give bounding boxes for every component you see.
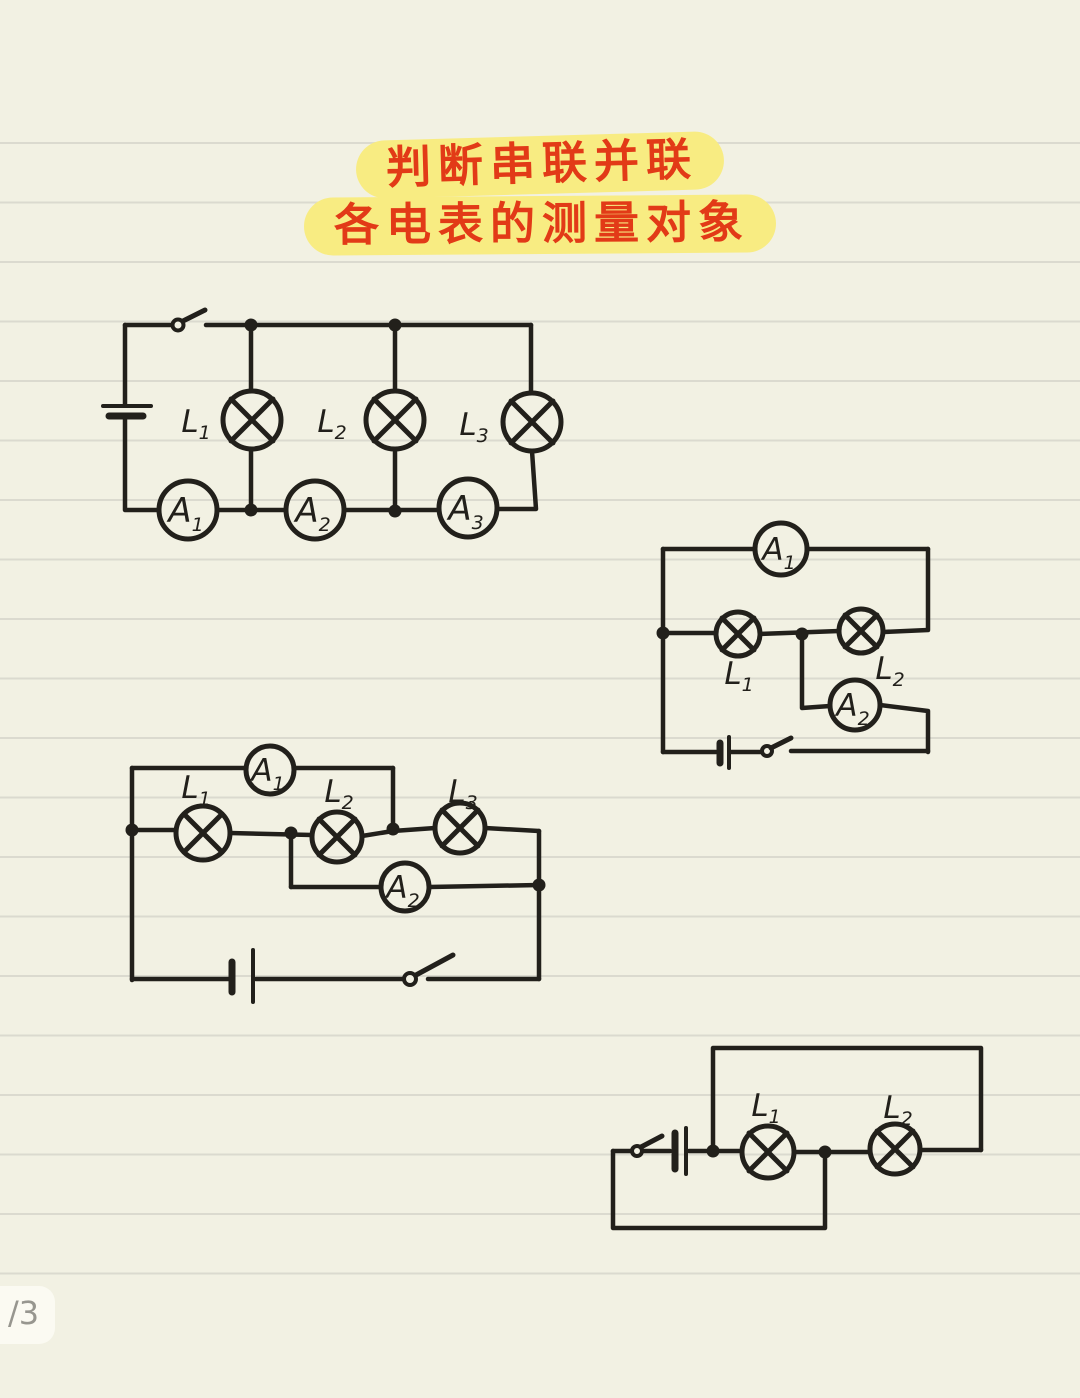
circuit-3-battery [228, 948, 255, 1004]
circuit-2-two-lamps-two-ammeters: A1 L1 L2 A2 [656, 520, 931, 770]
lamp-L1-label: L1 [751, 1088, 780, 1128]
circuit-4-wires [610, 1045, 984, 1231]
lamp-L2-label: L2 [875, 651, 904, 691]
circuit-1-wires [122, 322, 539, 514]
lamp-L1 [220, 388, 284, 452]
ammeter-A2: A2 [378, 860, 432, 914]
lamp-L1 [173, 803, 233, 863]
lamp-L3 [432, 800, 488, 856]
circuit-1-switch [170, 307, 208, 333]
circuit-1-parallel-lamps: L1 L2 L3 A1 A2 A3 [101, 307, 564, 542]
note-title: 判断串联并联 各电表的测量对象 [0, 130, 1080, 257]
circuit-4-battery [671, 1126, 688, 1176]
lamp-L2-label: L2 [317, 404, 346, 444]
ammeter-A1: A1 [156, 478, 220, 542]
lamp-L1 [713, 609, 763, 659]
lamp-L1-label: L1 [724, 656, 753, 696]
circuit-4-switch [630, 1133, 665, 1158]
svg-text:A2: A2 [293, 491, 330, 536]
lamp-L2 [363, 388, 427, 452]
ammeter-A2: A2 [283, 478, 347, 542]
lamp-L1-label: L1 [181, 770, 210, 810]
lamp-L2-label: L2 [324, 774, 353, 814]
circuit-3-switch [402, 952, 456, 987]
circuit-3-three-lamps-two-ammeters: A1 L1 L2 L3 A2 [125, 743, 546, 1004]
circuit-2-junction-dots [656, 626, 809, 641]
lamp-L2 [309, 809, 365, 865]
circuit-3-wires [129, 765, 542, 983]
title-line-1: 判断串联并联 [355, 130, 725, 200]
circuit-1-battery [101, 404, 153, 420]
lamp-L3-label: L3 [459, 407, 488, 447]
lamp-L2-label: L2 [883, 1090, 912, 1130]
lamp-L3-label: L3 [448, 774, 477, 814]
svg-text:A1: A1 [166, 491, 203, 536]
circuit-3-junction-dots [125, 822, 546, 892]
lamp-L2 [836, 606, 886, 656]
page-indicator: /3 [0, 1286, 56, 1344]
svg-text:A1: A1 [249, 753, 284, 795]
lamp-L1-label: L1 [181, 404, 210, 444]
lamp-L3 [500, 390, 564, 454]
title-line-2: 各电表的测量对象 [303, 194, 777, 257]
ammeter-A2: A2 [827, 677, 883, 733]
circuit-1-junction-dots [244, 318, 402, 518]
ammeter-A1: A1 [752, 520, 810, 578]
ammeter-A3: A3 [436, 476, 500, 540]
circuit-2-wires [660, 546, 931, 755]
lamp-L1 [739, 1123, 797, 1181]
ammeter-A1: A1 [243, 743, 297, 797]
circuit-4-two-lamps-parallel: L1 L2 [610, 1045, 984, 1231]
svg-text:A3: A3 [446, 489, 483, 534]
circuit-2-battery [716, 735, 731, 770]
circuit-4-junction-dots [706, 1144, 832, 1159]
svg-text:A2: A2 [384, 870, 419, 912]
svg-text:A1: A1 [760, 532, 795, 574]
svg-text:A2: A2 [834, 688, 869, 730]
circuit-2-switch [760, 735, 794, 758]
page-indicator-label: /3 [8, 1294, 40, 1332]
lamp-L2 [867, 1121, 923, 1177]
